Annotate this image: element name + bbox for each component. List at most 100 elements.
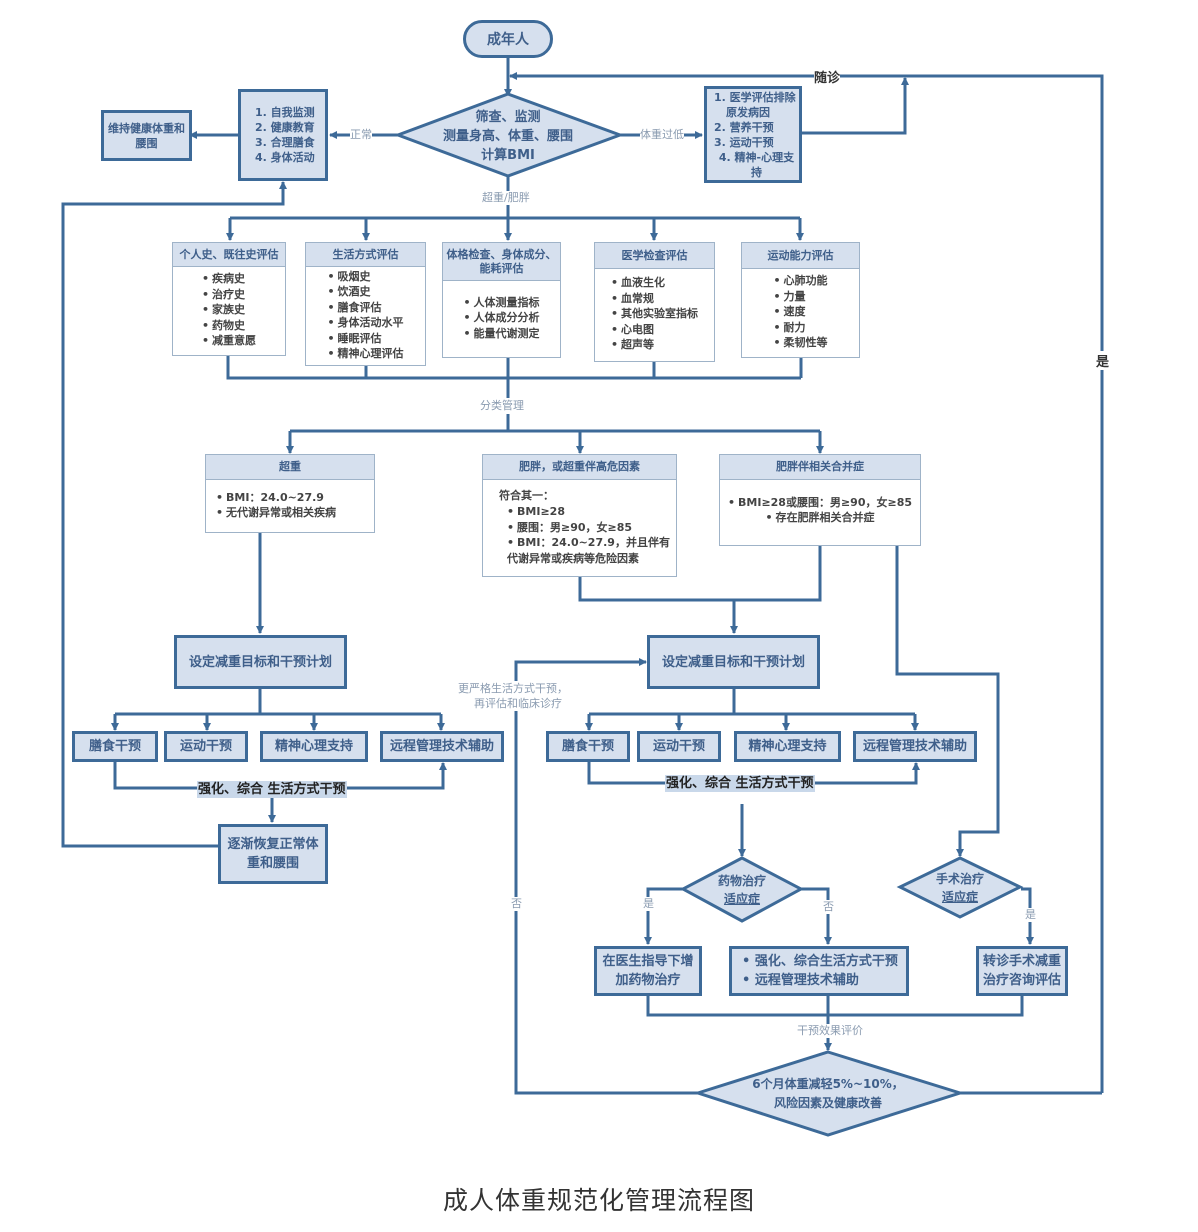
assessment-item: 心电图	[611, 322, 698, 338]
bullet-icon: •	[742, 954, 755, 969]
assessment-item: 疾病史	[202, 271, 256, 287]
category-title: 肥胖，或超重伴高危因素	[483, 455, 676, 480]
assessment-card-lifestyle: 生活方式评估 吸烟史 饮酒史 膳食评估 身体活动水平 睡眠评估 精神心理评估	[305, 242, 426, 366]
maintain-box: 维持健康体重和腰围	[101, 110, 192, 161]
screening-diamond	[393, 92, 625, 178]
surgery-yes-box: 转诊手术减重 治疗咨询评估	[976, 946, 1068, 996]
drug-yes-line: 加药物治疗	[615, 973, 681, 988]
label-evaluation: 干预效果评价	[797, 1024, 863, 1038]
category-title: 肥胖伴相关合并症	[720, 455, 920, 480]
assessment-item: 血常规	[611, 291, 698, 307]
intervention-diet-left: 膳食干预	[72, 731, 158, 762]
drug-no-line: • 强化、综合生活方式干预	[742, 952, 898, 971]
recover-line: 逐渐恢复正常体	[227, 837, 319, 852]
line-followup-top	[509, 72, 1104, 1093]
label-no-outcome: 否	[511, 897, 522, 911]
intervention-psych-right: 精神心理支持	[734, 731, 841, 762]
bullet-icon: •	[742, 973, 755, 988]
assessment-title: 医学检查评估	[595, 243, 714, 269]
label-stricter: 更严格生活方式干预， 再评估和临床诊疗	[458, 681, 568, 711]
outcome-line1: 6个月体重减轻5%~10%，	[752, 1077, 904, 1091]
intervention-remote-left: 远程管理技术辅助	[380, 731, 504, 762]
normal-actions-box: 1. 自我监测 2. 健康教育 3. 合理膳食 4. 身体活动	[238, 89, 328, 181]
underweight-action: 2. 营养干预	[714, 120, 774, 134]
assessment-item: 人体测量指标	[463, 295, 540, 311]
category-item: 无代谢异常或相关疾病	[216, 505, 336, 521]
assessment-item: 家族史	[202, 302, 256, 318]
label-yes-surgery: 是	[1025, 908, 1036, 922]
label-no-drug: 否	[823, 900, 834, 914]
surgery-decision-line1: 手术治疗	[935, 872, 984, 886]
label-stricter-line1: 更严格生活方式干预，	[458, 682, 568, 695]
category-item: BMI≥28或腰围：男≥90，女≥85	[728, 495, 912, 511]
assessment-item: 吸烟史	[327, 269, 403, 285]
category-title: 超重	[206, 455, 374, 480]
intervention-remote-right: 远程管理技术辅助	[853, 731, 977, 762]
assessment-item: 其他实验室指标	[611, 306, 698, 322]
intensify-label-left: 强化、综合 生活方式干预	[197, 781, 347, 798]
assessment-card-medical: 医学检查评估 血液生化 血常规 其他实验室指标 心电图 超声等	[594, 242, 715, 362]
category-intro: 符合其一：	[499, 489, 554, 502]
plan-box-right: 设定减重目标和干预计划	[647, 635, 820, 689]
label-follow-up: 随诊	[814, 67, 841, 86]
assessment-card-history: 个人史、既往史评估 疾病史 治疗史 家族史 药物史 减重意愿	[172, 242, 286, 356]
underweight-action: 原发病因	[726, 105, 770, 119]
assessment-item: 超声等	[611, 337, 698, 353]
assessment-card-physical: 体格检查、身体成分、能耗评估 人体测量指标 人体成分分析 能量代谢测定	[442, 242, 561, 358]
category-item: 腰围：男≥90，女≥85	[507, 520, 670, 536]
underweight-action: 4. 精神-心理支持	[718, 150, 795, 179]
category-item: 存在肥胖相关合并症	[728, 510, 912, 526]
recover-box: 逐渐恢复正常体 重和腰围	[218, 824, 328, 884]
assessment-item: 膳食评估	[327, 300, 403, 316]
assessment-title: 个人史、既往史评估	[173, 243, 285, 267]
screening-line1: 筛查、监测	[475, 109, 541, 125]
label-stricter-line2: 再评估和临床诊疗	[474, 697, 562, 710]
outcome-diamond	[693, 1050, 966, 1137]
assessment-title: 运动能力评估	[742, 243, 859, 269]
drug-decision-line2: 适应症	[723, 892, 760, 906]
category-item: BMI：24.0~27.9，并且伴有	[507, 535, 670, 551]
plan-box-left: 设定减重目标和干预计划	[174, 635, 347, 689]
screening-line2: 测量身高、体重、腰围	[442, 128, 573, 144]
underweight-action: 1. 医学评估排除	[714, 90, 796, 104]
normal-action: 1. 自我监测	[255, 106, 315, 119]
line-underweight-followup	[802, 77, 909, 135]
assessment-item: 速度	[773, 304, 827, 320]
label-classify: 分类管理	[480, 399, 524, 413]
screening-line3: 计算BMI	[481, 147, 535, 163]
screening-text: 筛查、监测 测量身高、体重、腰围 计算BMI	[420, 104, 596, 168]
label-underweight: 体重过低	[640, 128, 684, 142]
underweight-action: 3. 运动干预	[714, 135, 774, 149]
intensify-label-right: 强化、综合 生活方式干预	[665, 775, 815, 792]
assessment-item: 耐力	[773, 320, 827, 336]
assessment-item: 身体活动水平	[327, 315, 404, 331]
underweight-actions-box: 1. 医学评估排除 原发病因 2. 营养干预 3. 运动干预 4. 精神-心理支…	[704, 86, 802, 183]
assessment-title: 体格检查、身体成分、能耗评估	[443, 243, 560, 281]
assessment-item: 能量代谢测定	[463, 326, 540, 342]
assessment-item: 柔韧性等	[773, 335, 828, 351]
drug-no-box: • 强化、综合生活方式干预 • 远程管理技术辅助	[729, 946, 909, 996]
category-card-comorbid: 肥胖伴相关合并症 BMI≥28或腰围：男≥90，女≥85 存在肥胖相关合并症	[719, 454, 921, 546]
normal-action: 2. 健康教育	[255, 121, 315, 134]
category-card-obese-risk: 肥胖，或超重伴高危因素 符合其一： BMI≥28 腰围：男≥90，女≥85 BM…	[482, 454, 677, 577]
assessment-item: 药物史	[202, 318, 256, 334]
assessment-title: 生活方式评估	[306, 243, 425, 267]
drug-yes-box: 在医生指导下增 加药物治疗	[594, 946, 702, 996]
intervention-psych-left: 精神心理支持	[260, 731, 368, 762]
category-card-overweight: 超重 BMI：24.0~27.9 无代谢异常或相关疾病	[205, 454, 375, 533]
surgery-yes-line: 治疗咨询评估	[982, 973, 1061, 988]
drug-decision-text: 药物治疗 适应症	[700, 870, 784, 910]
outcome-text: 6个月体重减轻5%~10%， 风险因素及健康改善	[730, 1074, 926, 1114]
assessment-item: 血液生化	[611, 275, 698, 291]
assessment-item: 治疗史	[202, 287, 256, 303]
label-yes-drug: 是	[643, 897, 654, 911]
drug-no-line: • 远程管理技术辅助	[742, 971, 859, 990]
assessment-item: 精神心理评估	[327, 346, 404, 362]
label-overweight-obese: 超重/肥胖	[482, 191, 530, 205]
outcome-line2: 风险因素及健康改善	[773, 1096, 882, 1110]
recover-line: 重和腰围	[246, 856, 299, 871]
surgery-decision-text: 手术治疗 适应症	[918, 868, 1002, 908]
figure-caption: 成人体重规范化管理流程图	[442, 1186, 755, 1215]
